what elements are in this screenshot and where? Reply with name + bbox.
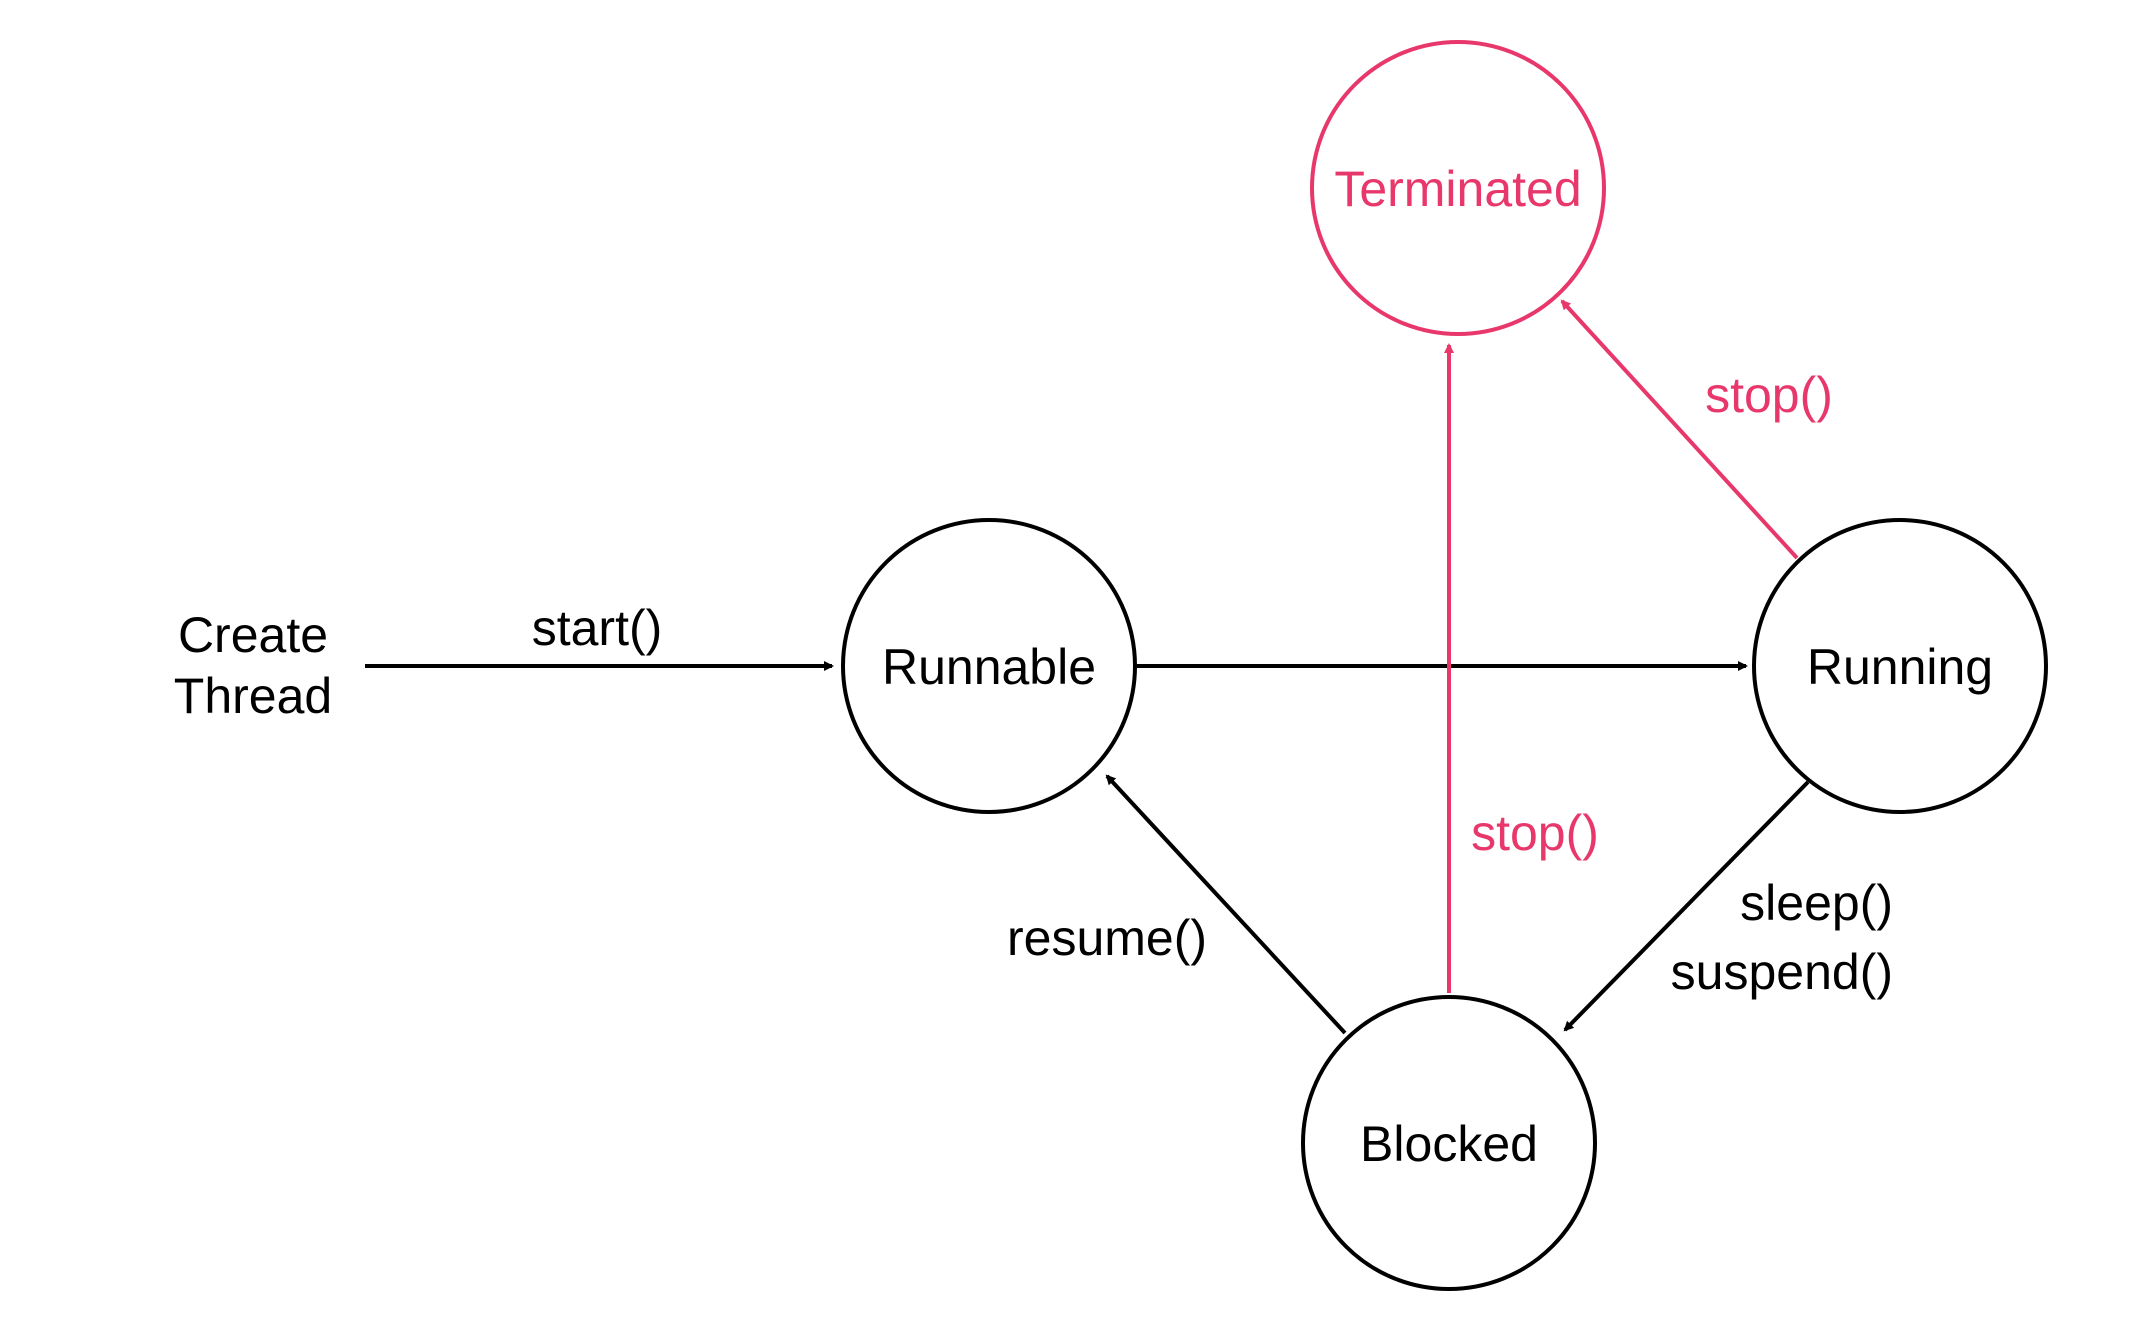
transition-resume-label: resume() — [1007, 910, 1207, 966]
state-terminated-circle — [1310, 40, 1606, 336]
transition-stop-running-label: stop() — [1705, 367, 1833, 423]
state-blocked-label: Blocked — [1360, 1116, 1538, 1172]
create-thread-label-line2: Thread — [174, 668, 332, 724]
edge-running-to-blocked — [1563, 780, 1810, 1032]
create-thread-label-line1: Create — [178, 607, 328, 663]
transition-sleep-label: sleep() — [1740, 875, 1893, 931]
edge-running-to-terminated — [1560, 299, 1799, 560]
transition-start-label: start() — [532, 600, 663, 656]
state-runnable-label: Runnable — [882, 639, 1096, 695]
state-running-label: Running — [1807, 639, 1993, 695]
state-runnable-circle — [841, 518, 1137, 814]
edge-blocked-to-runnable — [1105, 774, 1347, 1035]
transition-stop-blocked-label: stop() — [1471, 805, 1599, 861]
state-blocked-circle — [1301, 995, 1597, 1291]
transition-suspend-label: suspend() — [1671, 944, 1893, 1000]
state-terminated-label: Terminated — [1334, 161, 1581, 217]
state-running-circle — [1752, 518, 2048, 814]
